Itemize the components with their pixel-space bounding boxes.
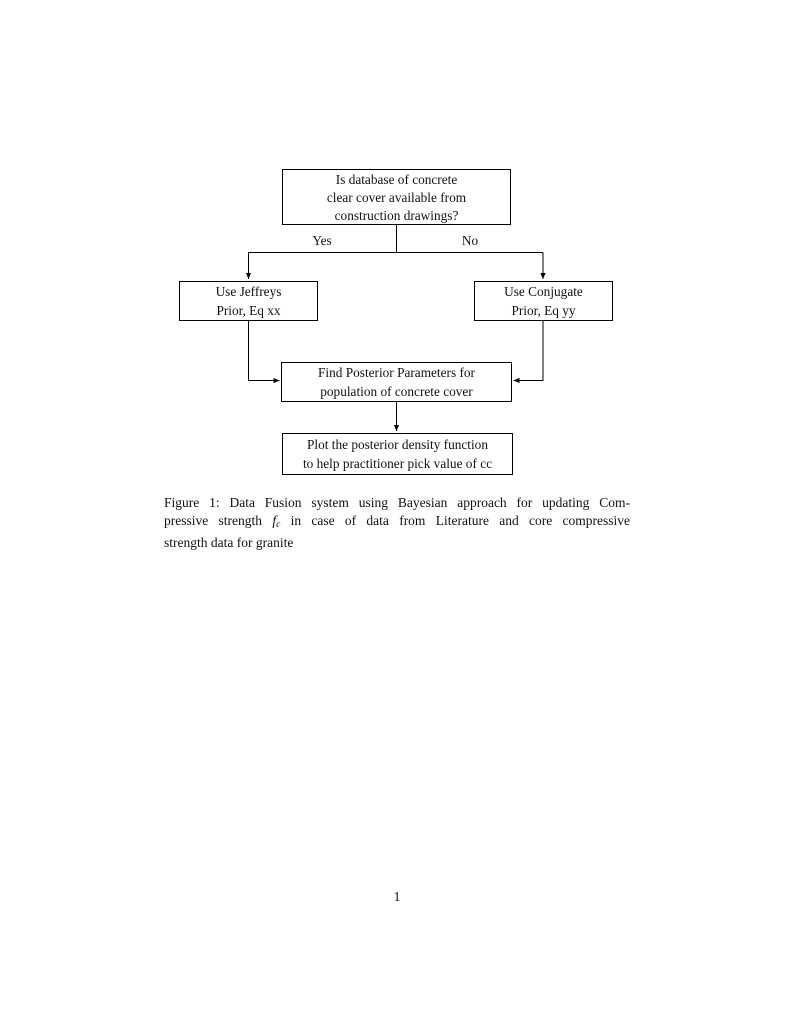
page-number: 1 — [393, 889, 401, 904]
node-question-line: Is database of concrete — [335, 172, 458, 187]
arrow-conjugate-to-posterior — [513, 321, 544, 384]
node-plot-density: Plot the posterior density function to h… — [282, 433, 513, 475]
node-find-posterior: Find Posterior Parameters for population… — [281, 362, 512, 402]
caption-line-3: strength data for granite — [164, 535, 294, 550]
arrow-jeffreys-to-posterior — [248, 321, 280, 384]
caption-line-2: pressive strength fc in case of data fro… — [164, 512, 630, 535]
node-conjugate-prior: Use Conjugate Prior, Eq yy — [474, 281, 613, 321]
edge-label-no: No — [461, 233, 479, 248]
node-jeffreys-line: Use Jeffreys — [215, 284, 282, 299]
math-fc-variable: f — [272, 512, 277, 528]
node-question-line: construction drawings? — [334, 208, 459, 223]
node-posterior-line: population of concrete cover — [320, 383, 473, 399]
caption-line-2-post: in case of data from Literature and core… — [280, 512, 630, 528]
node-plot-line: Plot the posterior density function — [307, 437, 488, 452]
caption-line-2-pre: pressive strength — [164, 512, 273, 528]
math-fc-subscript: c — [276, 519, 281, 530]
node-conjugate-line: Prior, Eq yy — [511, 302, 576, 318]
node-question-line: clear cover available from — [326, 190, 467, 205]
edge-label-yes: Yes — [312, 233, 332, 248]
node-plot-line: to help practitioner pick value of cc — [302, 455, 493, 471]
node-conjugate-line: Use Conjugate — [504, 284, 583, 299]
node-jeffreys-line: Prior, Eq xx — [216, 302, 281, 318]
node-question: Is database of concrete clear cover avai… — [282, 169, 511, 225]
caption-line-1: Figure 1: Data Fusion system using Bayes… — [164, 495, 630, 510]
figure-caption: Figure 1: Data Fusion system using Bayes… — [164, 494, 630, 552]
node-jeffreys-prior: Use Jeffreys Prior, Eq xx — [179, 281, 318, 321]
node-posterior-line: Find Posterior Parameters for — [318, 365, 475, 380]
